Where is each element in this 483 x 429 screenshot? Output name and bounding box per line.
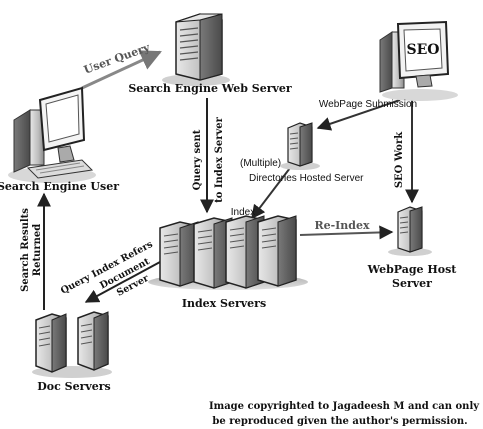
seo-monitor-text: SEO	[407, 42, 440, 58]
directories-hosted-server-icon	[280, 122, 320, 170]
search-results-label-2: Returned	[32, 224, 43, 276]
search-engine-user-label: Search Engine User	[0, 180, 119, 193]
webpage-submission-arrow	[316, 99, 401, 131]
doc-servers-icon	[32, 311, 112, 378]
search-engine-web-server-icon	[162, 13, 230, 86]
query-sent-label-1: Query sent	[192, 129, 203, 190]
index-servers-label: Index Servers	[182, 297, 266, 310]
index-servers-icon	[148, 215, 308, 290]
index-arrow	[251, 167, 291, 220]
user-query-arrow	[81, 50, 162, 90]
webpage-host-server-label-2: Server	[392, 277, 432, 290]
seo-computer-icon	[379, 20, 458, 101]
directories-multiple-label: (Multiple)	[240, 158, 281, 169]
copyright-line-2: be reproduced given the author's permiss…	[212, 416, 467, 427]
re-index-label: Re-Index	[314, 219, 370, 232]
query-index-refers-arrow	[84, 261, 161, 303]
search-results-label-1: Search Results	[20, 208, 31, 292]
doc-servers-label: Doc Servers	[37, 380, 111, 393]
re-index-arrow	[299, 225, 394, 240]
directories-hosted-server-label: Directories Hosted Server	[249, 173, 364, 184]
query-sent-label-2: to Index Server	[214, 116, 225, 203]
webpage-host-server-label-1: WebPage Host	[367, 263, 458, 276]
copyright-line-1: Image copyrighted to Jagadeesh M and can…	[209, 401, 480, 412]
search-engine-user-computer-icon	[8, 86, 96, 183]
webpage-submission-label: WebPage Submission	[319, 99, 417, 110]
webpage-host-server-icon	[388, 206, 432, 256]
index-label: Index	[231, 207, 255, 218]
search-engine-web-server-label: Search Engine Web Server	[128, 82, 292, 95]
seo-work-label: SEO Work	[394, 131, 405, 188]
